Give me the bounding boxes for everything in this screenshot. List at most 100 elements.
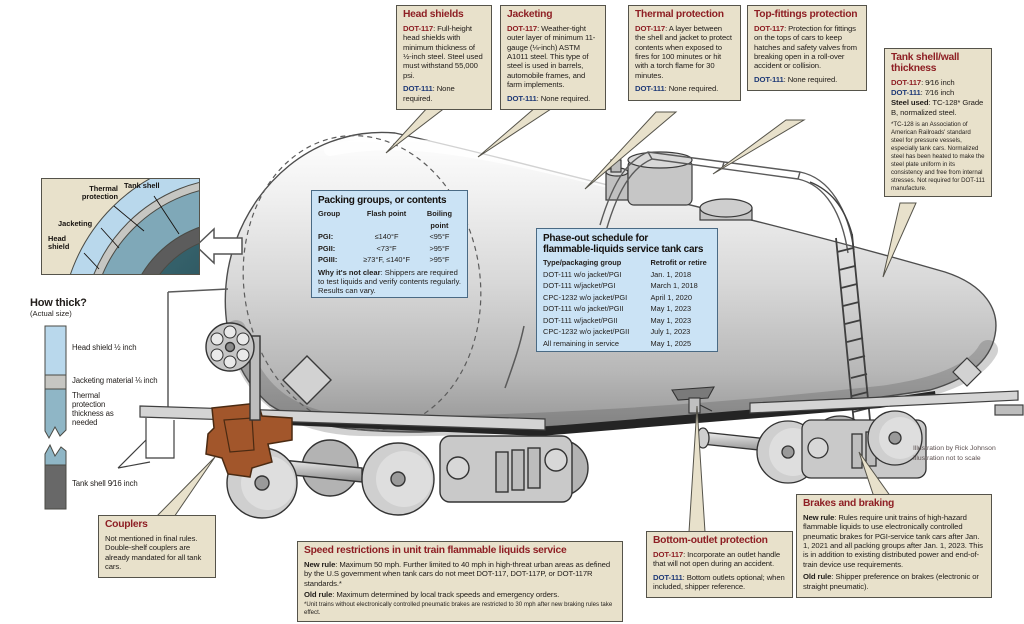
front-truck (226, 435, 589, 519)
packing-title: Packing groups, or contents (318, 195, 447, 206)
callout-text: DOT-111: None required. (507, 93, 591, 103)
callout-text: DOT-111: None required. (635, 84, 719, 94)
tank-bottom-shade (226, 320, 998, 437)
callout-brakes: Brakes and braking New rule: Rules requi… (796, 494, 992, 598)
bar-jacketing (44, 374, 67, 390)
phaseout-title: Phase-out schedule for flammable-liquids… (543, 233, 704, 256)
callout-tails (154, 106, 917, 533)
tail-top-fittings (712, 119, 806, 175)
left-arrow-icon (194, 227, 243, 265)
callout-text: DOT-111: None required. (754, 74, 838, 84)
packing-row: PGIII: ≥73°F, ≤140°F >95°F (318, 255, 450, 265)
callout-text: DOT-117: Weather-tight outer layer of mi… (507, 23, 596, 90)
inset-label-head-shield: Head shield (48, 234, 70, 251)
callout-text: DOT-117: Protection for fittings on the … (754, 23, 857, 71)
callout-title: Top-fittings protection (754, 9, 858, 20)
journal-box (446, 456, 470, 480)
callout-top-fittings: Top-fittings protection DOT-117: Protect… (747, 5, 867, 92)
hazard-placard (282, 355, 332, 405)
bar-head-shield (44, 325, 67, 376)
thickness-label-tank-shell: Tank shell 9⁄16 inch (72, 479, 138, 488)
layer-interior (159, 242, 199, 274)
tail-couplers (154, 456, 216, 518)
callout-title: Tank shell/wall thickness (891, 52, 960, 74)
callout-text: DOT-111: Bottom outlets optional; when i… (653, 572, 785, 591)
callout-title: Bottom-outlet protection (653, 535, 768, 546)
callout-title: Speed restrictions in unit train flammab… (304, 545, 567, 556)
tank-top-highlight (324, 138, 646, 196)
callout-jacketing: Jacketing DOT-117: Weather-tight outer l… (500, 5, 606, 110)
bar-thermal-bottom (44, 443, 67, 466)
coupler-detail (223, 417, 255, 453)
callout-text: DOT-117: Incorporate an outlet handle th… (653, 549, 781, 569)
packing-row: PGII: <73°F >95°F (318, 243, 450, 253)
how-thick-subtitle: (Actual size) (30, 309, 72, 318)
springs (511, 449, 525, 491)
callout-text: DOT-117: A layer between the shell and j… (635, 23, 732, 80)
thickness-bar (44, 325, 67, 510)
callout-text: DOT-117: Full-height head shields with m… (403, 23, 483, 80)
inset-label-jacketing: Jacketing (58, 219, 93, 228)
inset-label-thermal: Thermal protection (81, 184, 118, 201)
cross-section-art (70, 179, 199, 274)
callout-title: Head shields (403, 9, 464, 20)
journal-box (807, 437, 829, 459)
packing-row: PGI: ≤140°F <95°F (318, 232, 450, 242)
inset-label-tank-shell: Tank shell (124, 181, 160, 190)
callout-text: New rule: Rules require unit trains of h… (803, 512, 983, 569)
how-thick-title: How thick? (30, 297, 87, 309)
springs (495, 451, 509, 493)
cross-section-inset: Thermal protection Tank shell Jacketing … (41, 178, 200, 275)
callout-text: Steel used: TC-128* Grade B, normalized … (891, 98, 984, 117)
tail-tank-shell (882, 202, 917, 278)
tail-jacketing (477, 106, 556, 158)
callout-thermal-protection: Thermal protection DOT-117: A layer betw… (628, 5, 741, 101)
callout-text: DOT-117: 9⁄16 inch (891, 77, 955, 87)
springs (527, 447, 541, 489)
callout-text: DOT-111: 7⁄16 inch (891, 87, 955, 97)
callout-tank-shell: Tank shell/wall thickness DOT-117: 9⁄16 … (884, 48, 992, 198)
handwheel-icon (205, 322, 261, 421)
thickness-label-head-shield: Head shield ½ inch (72, 343, 137, 352)
callout-bottom-outlet: Bottom-outlet protection DOT-117: Incorp… (646, 531, 793, 599)
callout-couplers: Couplers Not mentioned in final rules. D… (98, 515, 216, 579)
callout-speed-restrictions: Speed restrictions in unit train flammab… (297, 541, 623, 623)
callout-title: Brakes and braking (803, 498, 895, 509)
illustration-credit: Illustration by Rick Johnson Illustratio… (913, 445, 996, 462)
packing-header-row: Group Flash point Boiling point (318, 209, 452, 230)
callout-head-shields: Head shields DOT-117: Full-height head s… (396, 5, 492, 110)
bar-thermal-top (44, 388, 67, 440)
bar-tank-shell (44, 464, 67, 510)
rear-truck (696, 410, 927, 484)
callout-text: New rule: Maximum 50 mph. Further limite… (304, 559, 611, 588)
callout-title: Couplers (105, 519, 148, 530)
phaseout-schedule-box: Phase-out schedule for flammable-liquids… (536, 228, 718, 353)
journal-box (544, 448, 568, 472)
thickness-label-thermal: Thermal protection thickness as needed (72, 391, 114, 427)
packing-groups-box: Packing groups, or contents Group Flash … (311, 190, 468, 299)
callout-title: Thermal protection (635, 9, 724, 20)
callout-text: Old rule: Maximum determined by local tr… (304, 589, 560, 599)
springs (851, 433, 863, 469)
packing-note: Why it's not clear: Shippers are require… (318, 267, 461, 296)
bottom-outlet-valve (671, 386, 715, 414)
thickness-label-jacketing: Jacketing material ⅛ inch (72, 376, 158, 385)
tail-bottom-outlet (688, 405, 706, 533)
callout-text: Not mentioned in final rules. Double-she… (105, 533, 202, 571)
callout-footnote: *TC-128 is an Association of American Ra… (891, 121, 985, 192)
front-handrail (167, 288, 525, 418)
phaseout-header-row: Type/packaging group Retrofit or retire (543, 258, 707, 268)
callout-footnote: *Unit trains without electronically cont… (304, 601, 613, 617)
hazard-placard-rear (952, 357, 982, 387)
how-thick-legend: How thick? (Actual size) (30, 297, 87, 318)
callout-text: DOT-111: None required. (403, 84, 455, 103)
callout-text: Old rule: Shipper preference on brakes (… (803, 572, 979, 591)
tail-thermal (584, 111, 678, 190)
